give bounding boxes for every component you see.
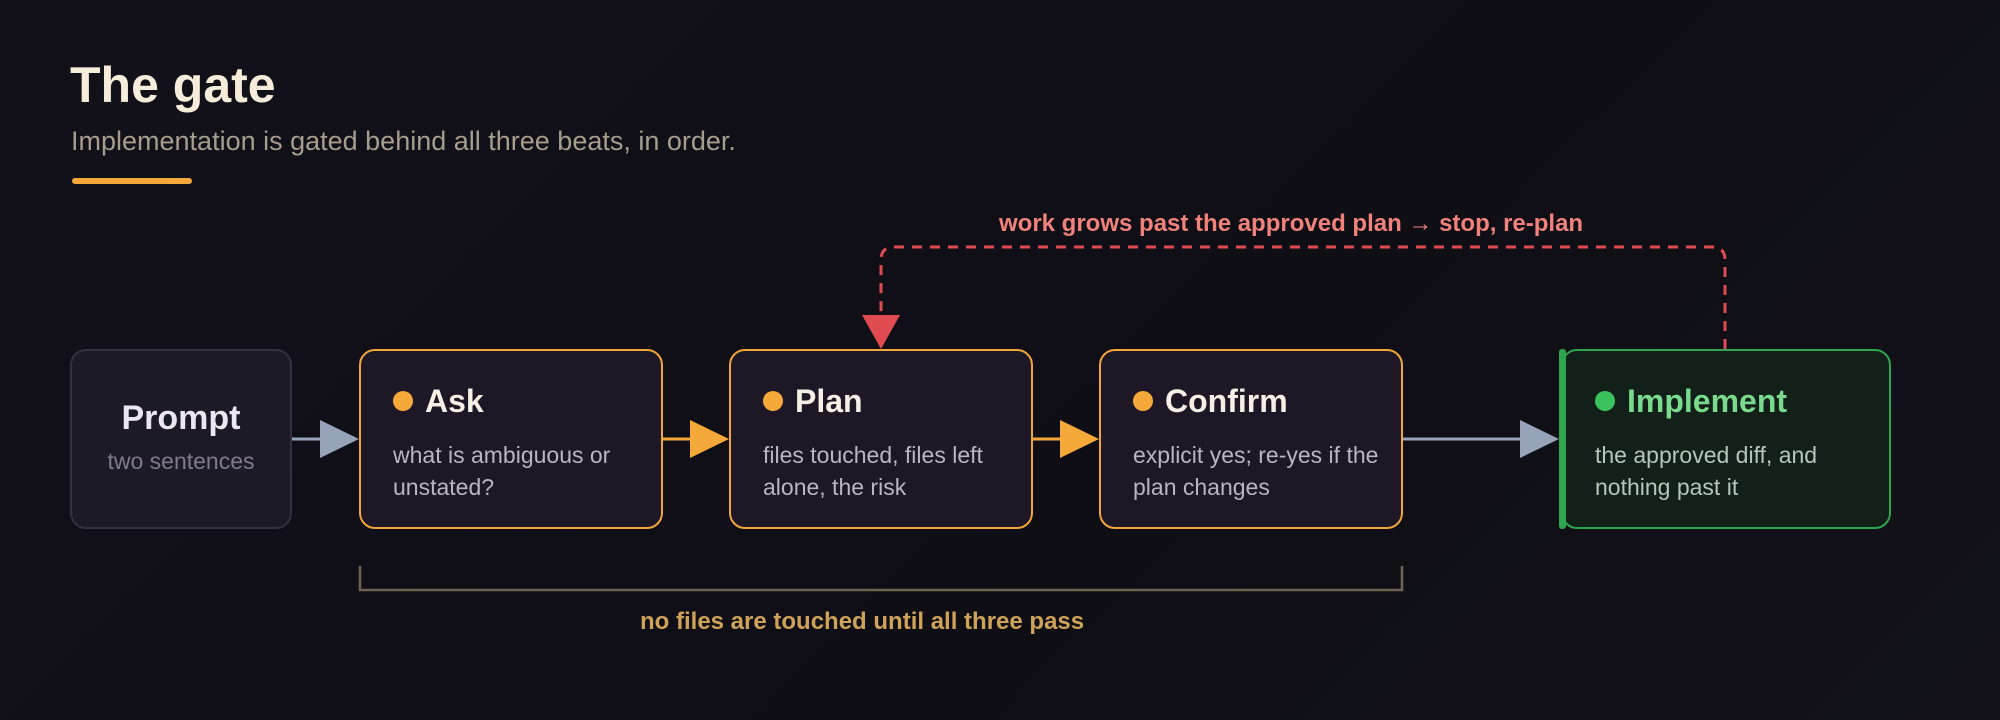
title-underline <box>72 178 192 184</box>
node-plan: Plan files touched, files left alone, th… <box>729 349 1033 529</box>
node-prompt-title: Prompt <box>121 399 241 437</box>
arrowhead-prompt-to-ask <box>320 420 359 458</box>
node-ask: Ask what is ambiguous or unstated? <box>359 349 663 529</box>
node-plan-desc: files touched, files left alone, the ris… <box>763 442 983 500</box>
loop-back-label: work grows past the approved plan → stop… <box>999 210 1584 237</box>
arrowhead-plan-to-confirm <box>1060 420 1099 458</box>
node-prompt-desc: two sentences <box>107 448 255 474</box>
page-title: The gate <box>70 57 276 113</box>
gate-bracket <box>358 566 1404 592</box>
status-dot-icon <box>1595 391 1615 411</box>
node-confirm-title: Confirm <box>1165 382 1288 419</box>
node-implement-title: Implement <box>1627 382 1788 419</box>
loop-back-arrowhead <box>862 315 900 349</box>
gate-bracket-label: no files are touched until all three pas… <box>640 608 1085 635</box>
page-subtitle: Implementation is gated behind all three… <box>71 126 736 156</box>
arrowhead-confirm-to-implement <box>1520 420 1559 458</box>
arrowhead-ask-to-plan <box>690 420 729 458</box>
loop-back-line <box>879 245 1727 349</box>
implement-accent-bar <box>1559 349 1566 529</box>
node-plan-title: Plan <box>795 382 863 419</box>
node-confirm: Confirm explicit yes; re-yes if the plan… <box>1099 349 1403 529</box>
node-ask-desc: what is ambiguous or unstated? <box>393 442 611 500</box>
node-implement-desc: the approved diff, and nothing past it <box>1595 442 1818 500</box>
node-implement: Implement the approved diff, and nothing… <box>1559 349 1891 529</box>
status-dot-icon <box>1133 391 1153 411</box>
node-confirm-desc: explicit yes; re-yes if the plan changes <box>1133 442 1379 500</box>
node-prompt: Prompt two sentences <box>70 349 292 529</box>
node-ask-title: Ask <box>425 382 484 419</box>
status-dot-icon <box>763 391 783 411</box>
status-dot-icon <box>393 391 413 411</box>
